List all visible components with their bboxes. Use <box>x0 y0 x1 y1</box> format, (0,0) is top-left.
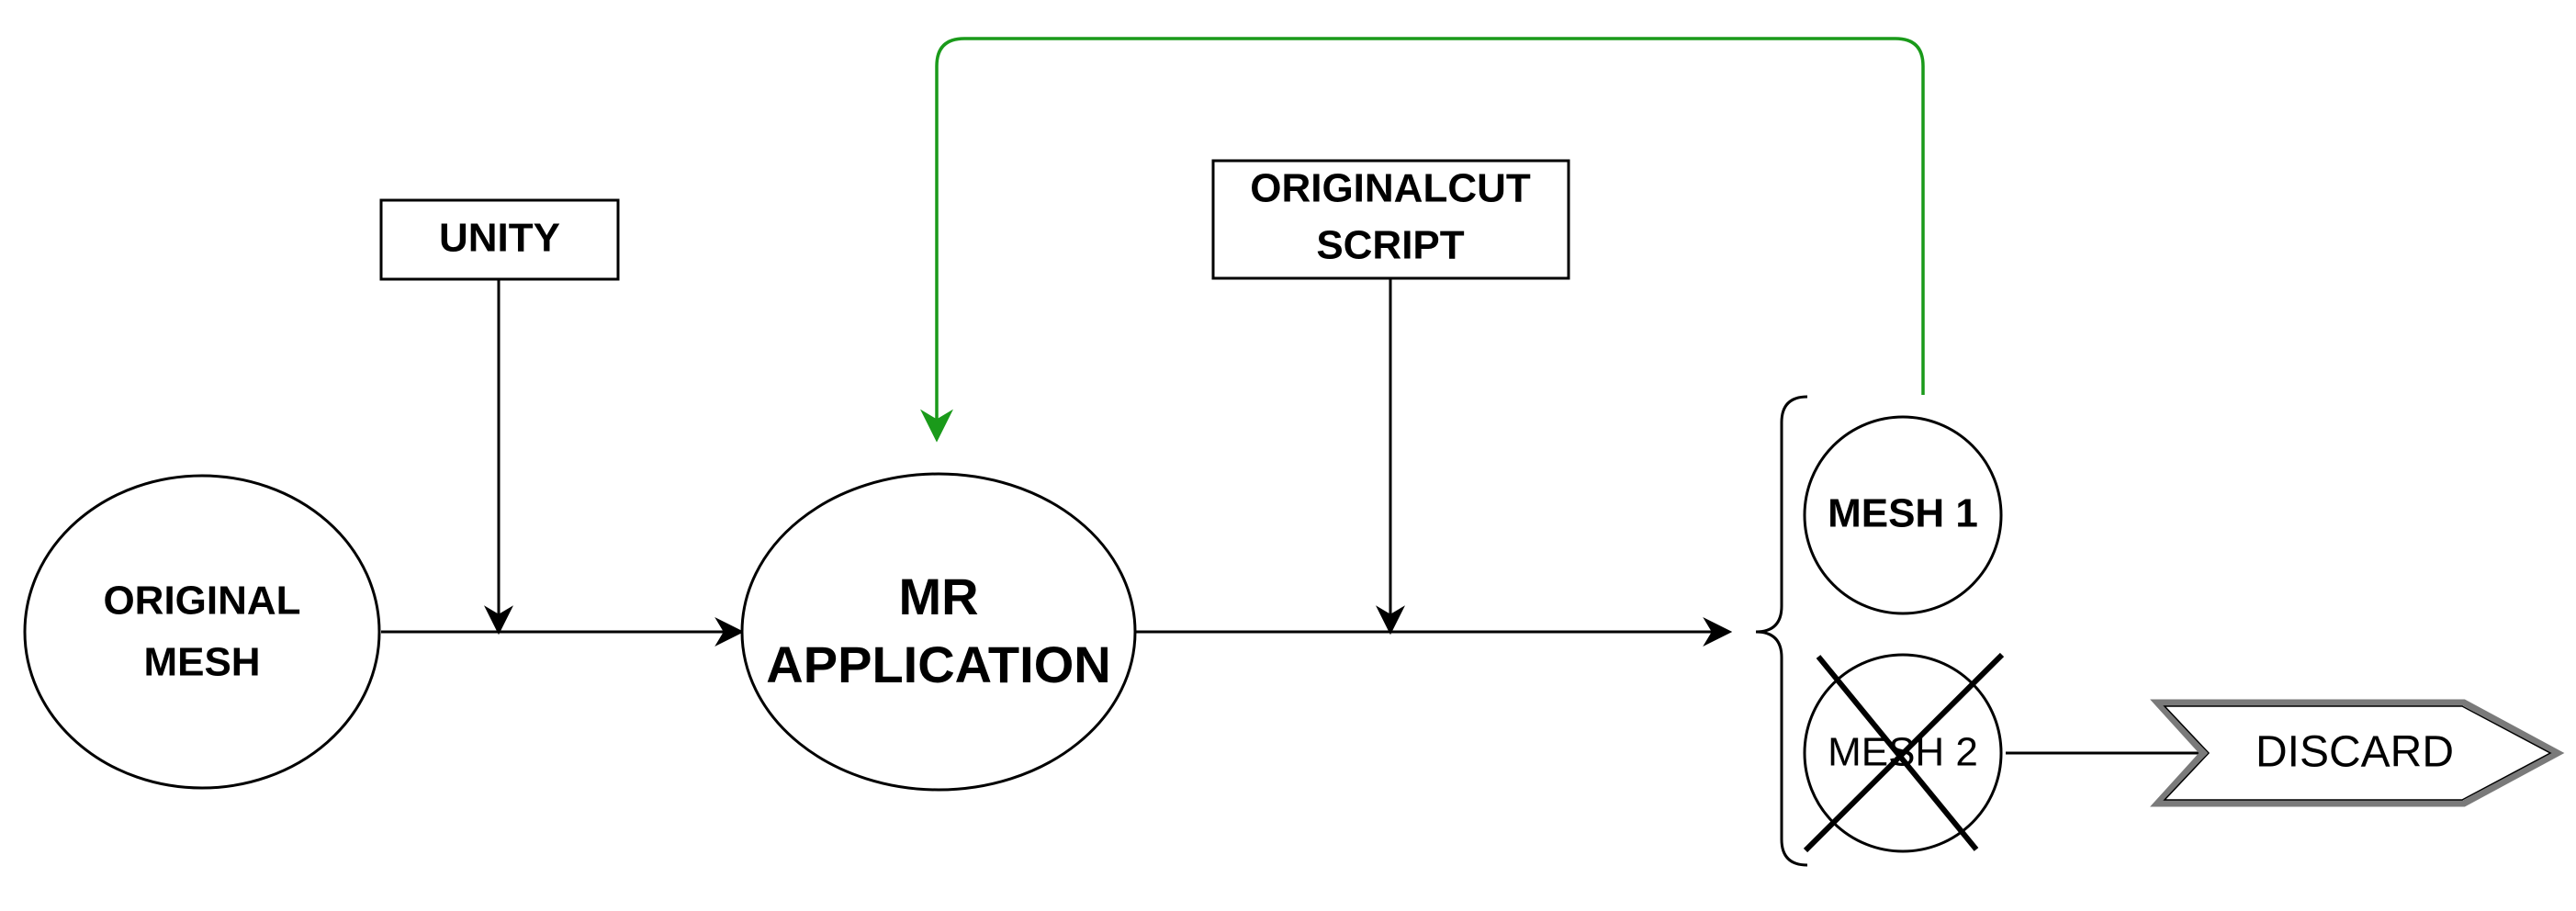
mesh2-cross-line-a <box>1816 655 1979 851</box>
mesh1-label: MESH 1 <box>1828 491 1978 536</box>
unity-label: UNITY <box>439 216 560 261</box>
mesh1-circle <box>1803 415 2003 615</box>
feedback-loop-arrow <box>920 37 1925 443</box>
mr-application-label-line2: APPLICATION <box>766 635 1110 693</box>
node-unity: UNITY <box>379 198 620 281</box>
originalcut-script-label-line2: SCRIPT <box>1316 223 1464 268</box>
node-originalcut-script: ORIGINALCUT SCRIPT <box>1211 159 1570 280</box>
originalcut-script-label-line1: ORIGINALCUT <box>1250 166 1531 211</box>
unity-box <box>379 198 620 281</box>
original-mesh-label-line1: ORIGINAL <box>103 579 300 624</box>
edges <box>381 37 2242 768</box>
originalcut-script-box <box>1211 159 1570 280</box>
discard-label: DISCARD <box>2255 728 2454 777</box>
node-mesh1: MESH 1 <box>1803 415 2003 615</box>
node-original-mesh: ORIGINAL MESH <box>23 474 381 790</box>
node-mesh2: MESH 2 <box>1803 652 2005 853</box>
node-discard: DISCARD <box>2150 699 2565 807</box>
mesh2-cross-line-b <box>1803 652 2005 853</box>
original-mesh-label-line2: MESH <box>143 640 260 685</box>
mr-application-label-line1: MR <box>898 568 978 625</box>
mr-application-ellipse <box>740 472 1137 792</box>
node-mr-application: MR APPLICATION <box>740 472 1137 792</box>
mesh-group-brace <box>1755 395 1808 867</box>
discard-chevron-inner <box>2163 705 2552 801</box>
original-mesh-ellipse <box>23 474 381 790</box>
